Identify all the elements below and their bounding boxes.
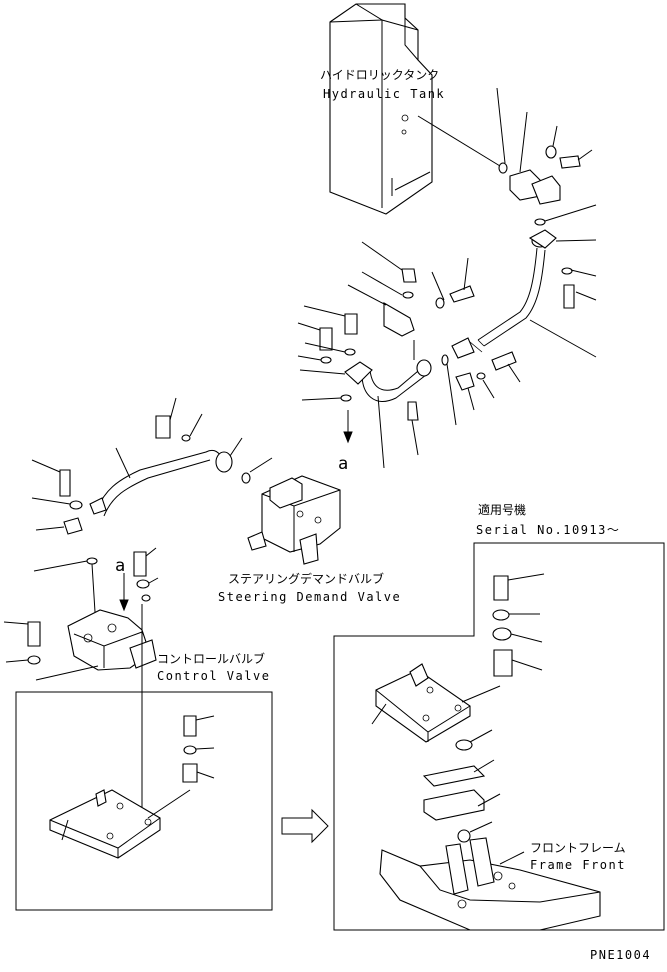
steering-valve-label-en: Steering Demand Valve <box>218 590 401 604</box>
left-detail-box <box>15 691 273 911</box>
frame-front-label-en: Frame Front <box>530 858 626 872</box>
control-valve-label-en: Control Valve <box>157 669 270 683</box>
serial-label-jp: 適用号機 <box>478 502 526 517</box>
drawing-code: PNE1004 <box>590 948 651 962</box>
tank-fittings <box>417 87 593 205</box>
serial-label-en: Serial No.10913～ <box>476 523 620 537</box>
hose-left <box>31 397 273 629</box>
steering-demand-valve <box>247 475 341 565</box>
hydraulic-tank-label-en: Hydraulic Tank <box>323 87 445 101</box>
control-valve <box>3 547 159 820</box>
center-pipe-assembly <box>297 241 521 469</box>
view-marker-a-lower: a <box>115 556 125 576</box>
hydraulic-tank-label-jp: ハイドロリックタンク <box>320 68 439 82</box>
control-valve-label-jp: コントロールバルブ <box>157 651 265 666</box>
view-marker-a-upper: a <box>338 454 348 474</box>
right-arrow-icon <box>281 808 329 844</box>
steering-valve-label-jp: ステアリングデマンドバルブ <box>228 571 384 586</box>
frame-front-label-jp: フロントフレーム <box>530 841 626 855</box>
right-detail-box <box>333 542 665 931</box>
hydraulic-tank <box>329 3 433 215</box>
hose-upper-right <box>451 204 597 359</box>
